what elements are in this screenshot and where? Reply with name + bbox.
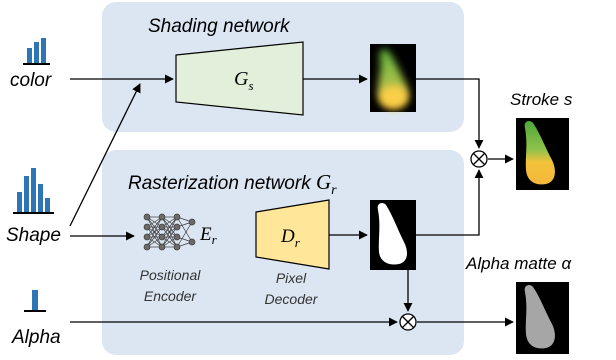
stroke-output-label: Stroke s bbox=[510, 90, 573, 109]
stroke-output-image bbox=[516, 118, 569, 190]
shading-network-title: Shading network bbox=[148, 16, 291, 37]
pixel-decoder-block bbox=[255, 199, 330, 270]
decoder-caption-line2: Decoder bbox=[265, 291, 319, 307]
alpha-matte-output-image bbox=[516, 282, 569, 354]
shading-network-block bbox=[175, 41, 304, 116]
alpha-input-label: Alpha bbox=[11, 327, 61, 348]
decoder-symbol-label: Dr bbox=[280, 226, 301, 250]
color-input-label: color bbox=[10, 70, 52, 91]
shape-input-label: Shape bbox=[6, 225, 61, 246]
rasterization-output-mask bbox=[370, 200, 416, 270]
decoder-caption-line1: Pixel bbox=[276, 270, 307, 286]
color-histogram-icon bbox=[23, 38, 50, 65]
alpha-matte-output-label: Alpha matte α bbox=[465, 254, 572, 273]
multiply-node-stroke bbox=[470, 150, 488, 168]
rasterization-network-title: Rasterization network Gr bbox=[128, 170, 337, 198]
encoder-caption-line2: Encoder bbox=[144, 288, 197, 304]
positional-encoder-icon bbox=[143, 213, 196, 251]
shading-output-image bbox=[370, 44, 416, 112]
encoder-symbol-label: Er bbox=[199, 224, 218, 247]
multiply-node-alpha bbox=[399, 313, 417, 331]
connection-lines bbox=[69, 74, 514, 327]
alpha-histogram-icon bbox=[24, 290, 46, 312]
encoder-caption-line1: Positional bbox=[140, 267, 202, 283]
shading-block-label: Gs bbox=[234, 68, 254, 93]
shape-histogram-icon bbox=[13, 168, 54, 214]
